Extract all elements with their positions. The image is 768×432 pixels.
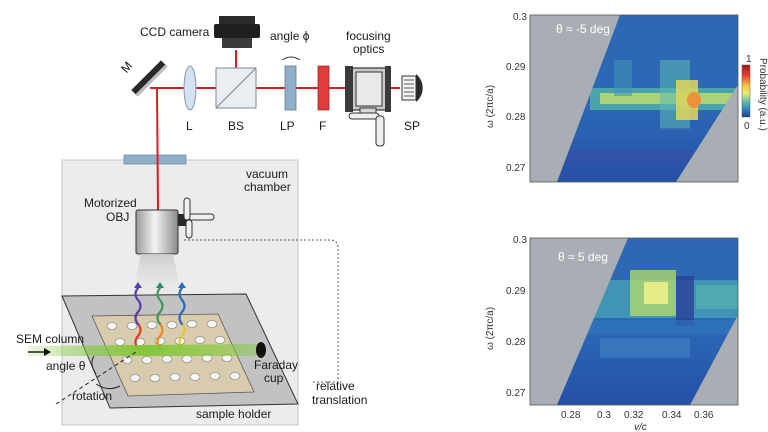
motorized-obj-label-2: OBJ [106,210,129,224]
beam-splitter-label: BS [228,119,244,133]
ytick-top-3: 0.28 [506,112,526,123]
linear-polarizer [284,65,297,111]
ytick-bot-4: 0.27 [506,388,526,399]
filter [317,65,330,111]
panel-bottom-ylabel: ω (2πc/a) [485,307,496,350]
colorbar-min-label: 0 [744,121,750,132]
lens [183,65,197,111]
beam-splitter [215,67,257,109]
panel-top: θ ≈ -5 deg 0.3 0.29 0.28 0.27 ω (2πc/a) [485,12,739,183]
spectrometer [401,74,423,102]
mask-top-left [530,15,620,182]
mirror [131,60,168,97]
angle-theta-arc [91,355,97,375]
rotation-arrow [95,383,121,390]
spectrometer-label: SP [404,119,420,133]
ytick-bot-1: 0.3 [513,235,527,246]
chamber-window [123,154,187,165]
vacuum-chamber-label-1: vacuum [246,167,288,181]
x-axis-ticks: 0.28 0.3 0.32 0.34 0.36 [561,410,714,421]
panel-top-frame [529,14,739,183]
sem-arrowhead [44,348,51,356]
relative-translation-label-2: translation [312,393,367,407]
faraday-cup-label-1: Faraday [254,358,298,372]
sem-column-label: SEM column [16,332,84,346]
panel-bottom-label: θ ≈ 5 deg [558,250,608,264]
rotation-label: rotation [72,389,112,403]
ccd-camera [214,16,260,48]
emission-arrows [134,282,186,350]
ccd-camera-label: CCD camera [140,25,210,39]
xtick-5: 0.36 [694,410,714,421]
angle-phi-label: angle ϕ [270,29,310,43]
ytick-top-2: 0.29 [506,62,526,73]
motorized-objective [132,197,215,296]
faraday-cup [256,342,266,358]
colorbar: 1 0 Probability (a.u.) [741,54,768,132]
colorbar-label: Probability (a.u.) [757,58,768,131]
lens-label: L [186,119,193,133]
x-axis-label: v/c [634,422,647,432]
panel-bottom-frame [529,237,739,406]
mask-top-right [676,85,738,182]
colorbar-max-label: 1 [746,54,752,65]
hole-array [106,320,241,382]
electron-beam [28,344,262,356]
setup-diagram: M L BS CCD camera LP angle ϕ F [16,16,423,426]
vacuum-chamber-label-2: chamber [244,180,291,194]
panel-top-ylabel: ω (2πc/a) [485,85,496,128]
mask-bottom-left [530,238,628,405]
relative-translation-label-1: relative [316,379,355,393]
focusing-optics-label-2: optics [353,42,384,56]
panel-bottom-yticks: 0.3 0.29 0.28 0.27 [506,235,527,399]
xtick-4: 0.34 [662,410,682,421]
filter-label: F [319,119,326,133]
mask-bottom-right [690,315,738,405]
colorbar-gradient [741,64,751,118]
sample-holder-label: sample holder [196,407,271,421]
linear-polarizer-label: LP [280,119,295,133]
translation-link [184,239,339,383]
focusing-optics [345,66,391,147]
focusing-optics-label-1: focusing [346,29,391,43]
ytick-top-1: 0.3 [513,12,527,23]
xtick-2: 0.3 [597,410,611,421]
ytick-bot-2: 0.29 [506,286,526,297]
rotation-axis [55,351,137,405]
angle-phi-arrow [281,56,301,61]
xtick-1: 0.28 [561,410,581,421]
motorized-obj-label-1: Motorized [84,196,137,210]
ytick-top-4: 0.27 [506,163,526,174]
ytick-bot-3: 0.28 [506,337,526,348]
xtick-3: 0.32 [624,410,644,421]
panel-bottom: θ ≈ 5 deg 0.3 0.29 0.28 0.27 ω (2πc/a) 0… [485,235,739,432]
angle-theta-label: angle θ [46,359,86,373]
panel-top-yticks: 0.3 0.29 0.28 0.27 [506,12,527,174]
mirror-label: M [118,59,135,76]
faraday-cup-label-2: cup [264,371,284,385]
panel-top-label: θ ≈ -5 deg [556,22,610,36]
